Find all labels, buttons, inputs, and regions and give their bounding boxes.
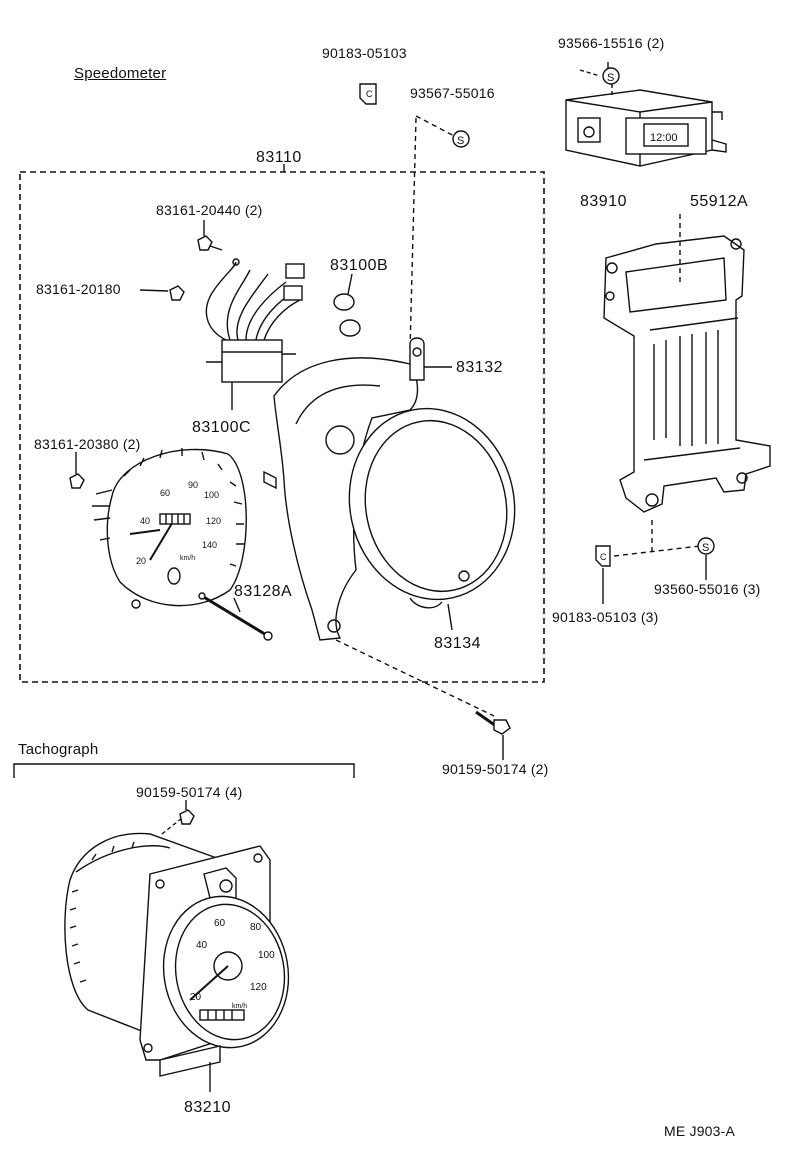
part-label-83134: 83134 (434, 635, 481, 652)
section-title-tachograph: Tachograph (18, 741, 99, 758)
screw-icon (69, 473, 85, 489)
part-label-83910: 83910 (580, 193, 627, 210)
part-label-83210: 83210 (184, 1099, 231, 1116)
part-label-93560-55016: 93560-55016 (3) (654, 581, 761, 597)
seal-icon: S (697, 537, 715, 555)
svg-text:100: 100 (204, 490, 219, 500)
leader-mount-screw-dashed (335, 639, 495, 717)
clock-unit: 12:00 (565, 89, 727, 167)
svg-text:S: S (702, 542, 709, 554)
leader-tacho-screw (161, 817, 183, 835)
part-label-93567-55016: 93567-55016 (410, 85, 495, 101)
screw-icon (169, 285, 185, 301)
svg-text:140: 140 (202, 540, 217, 550)
meter-housing (263, 337, 425, 641)
svg-text:120: 120 (206, 516, 221, 526)
tachograph-unit: 20 40 60 80 100 120 km/h (64, 832, 290, 1077)
svg-text:C: C (600, 552, 607, 562)
part-label-83110: 83110 (256, 149, 302, 166)
leader-83128A (233, 597, 241, 613)
section-title-speedometer: Speedometer (74, 65, 167, 82)
mounting-bracket (603, 235, 771, 513)
svg-text:60: 60 (214, 918, 226, 929)
svg-text:40: 40 (140, 516, 150, 526)
speed-cable (198, 592, 273, 641)
part-label-83161-20440: 83161-20440 (2) (156, 202, 263, 218)
part-label-93566-15516: 93566-15516 (2) (558, 35, 665, 51)
screw-icon (475, 710, 511, 735)
part-label-83161-20380: 83161-20380 (2) (34, 436, 141, 452)
leader-83161-20180 (139, 289, 169, 292)
svg-text:60: 60 (160, 488, 170, 498)
leader-clip-to-housing (415, 115, 459, 139)
seal-icon: S (602, 67, 620, 85)
svg-text:80: 80 (250, 922, 262, 933)
lens-ring (348, 407, 516, 609)
part-label-83100C: 83100C (192, 419, 252, 436)
part-label-90183-05103: 90183-05103 (322, 45, 407, 61)
drawing-code: ME J903-A (664, 1123, 736, 1139)
clip-icon: C (359, 83, 377, 105)
clip-letter: C (366, 89, 373, 99)
tachograph-bracket (13, 763, 355, 778)
screw-icon (197, 235, 223, 251)
leader-83134 (447, 603, 453, 631)
svg-text:100: 100 (258, 950, 275, 961)
svg-text:km/h: km/h (180, 555, 195, 562)
part-label-90159-50174-4: 90159-50174 (4) (136, 784, 243, 800)
svg-text:S: S (607, 72, 614, 84)
clip-icon: C (595, 545, 611, 567)
wiring-harness (205, 258, 305, 383)
screw-icon (179, 809, 195, 825)
svg-text:40: 40 (196, 940, 208, 951)
part-label-83100B: 83100B (330, 257, 389, 274)
speedometer-group-frame (19, 171, 545, 683)
speedometer-dial: 20 40 60 90 100 120 140 km/h (92, 448, 247, 609)
svg-text:20: 20 (190, 992, 202, 1003)
svg-text:120: 120 (250, 982, 267, 993)
bulb-icon (333, 293, 361, 337)
leader-vertical-dashed (409, 117, 417, 351)
part-label-83128A: 83128A (234, 583, 293, 600)
part-label-55912A: 55912A (690, 193, 749, 210)
svg-text:90: 90 (188, 480, 198, 490)
svg-text:km/h: km/h (232, 1003, 247, 1010)
leader-83100B (347, 273, 353, 295)
leader-93566-dashed (579, 69, 601, 77)
seal-icon: S (452, 130, 470, 148)
part-label-83132: 83132 (456, 359, 503, 376)
leader-lower-dashed (613, 520, 701, 557)
part-label-90159-50174-2: 90159-50174 (2) (442, 761, 549, 777)
svg-text:20: 20 (136, 556, 146, 566)
seal-letter: S (457, 135, 464, 147)
clock-display-text: 12:00 (650, 132, 678, 144)
part-label-90183-05103-3: 90183-05103 (3) (552, 609, 659, 625)
part-label-83161-20180: 83161-20180 (36, 281, 121, 297)
